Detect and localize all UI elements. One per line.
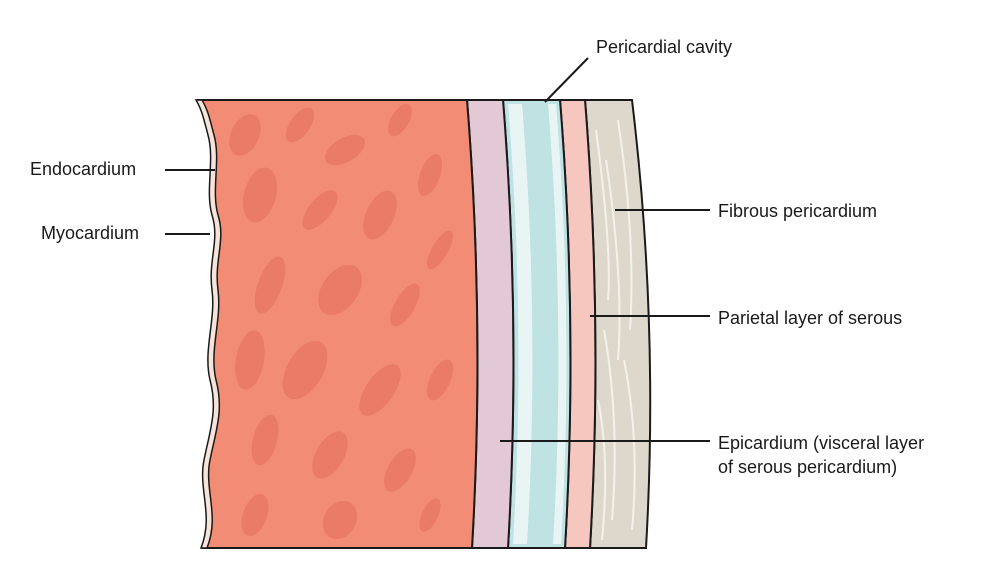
label-fibrous-pericardium: Fibrous pericardium bbox=[718, 199, 877, 223]
label-parietal-layer: Parietal layer of serous bbox=[718, 306, 902, 330]
label-pericardial-cavity: Pericardial cavity bbox=[596, 35, 732, 59]
label-epicardium-line1: Epicardium (visceral layer bbox=[718, 431, 924, 455]
label-endocardium: Endocardium bbox=[30, 157, 136, 181]
leader-pericardial-cavity bbox=[545, 58, 588, 102]
label-myocardium: Myocardium bbox=[41, 221, 139, 245]
label-epicardium-line2: of serous pericardium) bbox=[718, 455, 924, 479]
label-epicardium: Epicardium (visceral layer of serous per… bbox=[718, 431, 924, 479]
